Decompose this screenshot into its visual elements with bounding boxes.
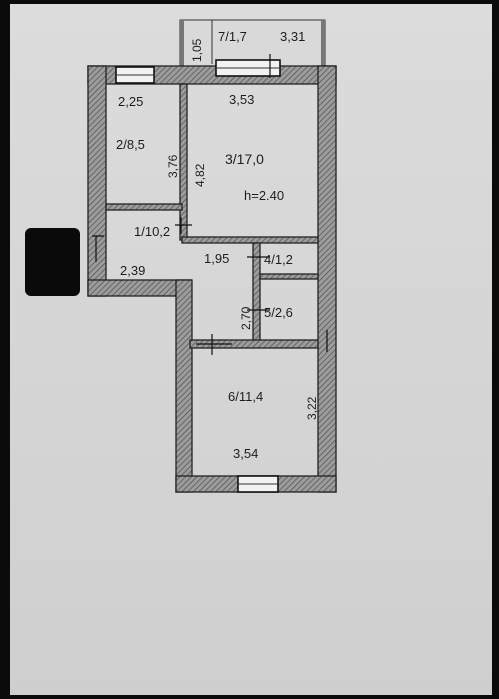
room-label-3: 3/17,0 — [225, 151, 264, 167]
room-label-6: 6/11,4 — [228, 389, 263, 404]
windows — [115, 59, 281, 493]
dim-room2-width: 2,25 — [118, 94, 143, 109]
room-label-5: 5/2,6 — [264, 305, 293, 320]
room-label-1: 1/10,2 — [134, 224, 170, 239]
interior-walls — [105, 83, 319, 349]
ceiling-height: h=2.40 — [244, 188, 284, 203]
dim-room6-height: 3,22 — [305, 396, 319, 420]
dim-hall-width: 2,39 — [120, 263, 145, 278]
redaction-block — [25, 228, 80, 296]
dim-room3-width: 3,53 — [229, 92, 254, 107]
room-label-2: 2/8,5 — [116, 137, 145, 152]
dim-balcony-depth: 1,05 — [190, 38, 204, 62]
room-label-7: 7/1,7 — [218, 29, 247, 44]
dim-corridor-width: 1,95 — [204, 251, 229, 266]
room-label-4: 4/1,2 — [264, 252, 293, 267]
balcony — [179, 19, 326, 67]
dim-room6-width: 3,54 — [233, 446, 258, 461]
dim-bath-height: 2,70 — [239, 306, 253, 330]
dim-balcony-length: 3,31 — [280, 29, 305, 44]
dimension-labels: 1,05 3,31 2,25 3,53 3,76 4,82 2,39 1,95 … — [118, 29, 319, 461]
door-marks — [92, 54, 328, 355]
room-labels: 7/1,7 2/8,5 3/17,0 h=2.40 1/10,2 4/1,2 5… — [116, 29, 293, 404]
dim-room3-height: 4,82 — [193, 163, 207, 187]
dim-room2-height: 3,76 — [166, 154, 180, 178]
